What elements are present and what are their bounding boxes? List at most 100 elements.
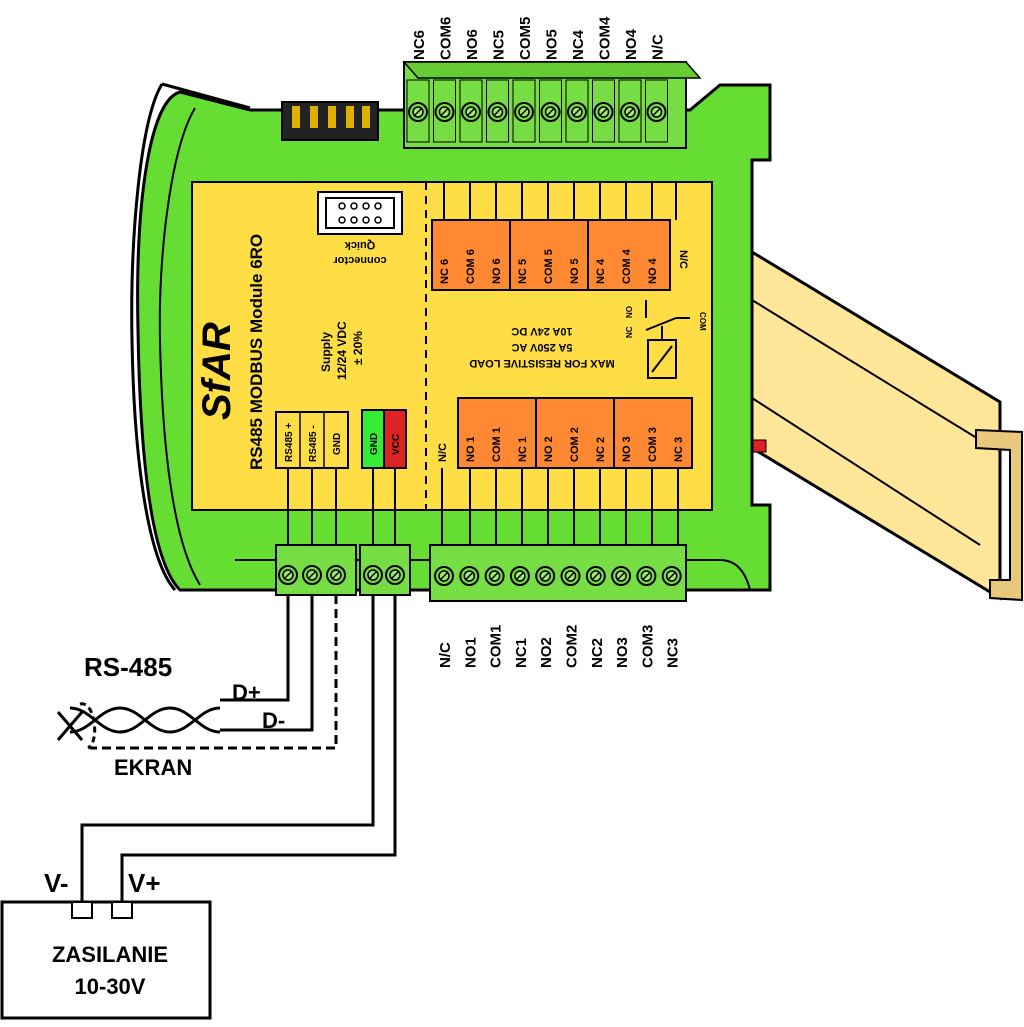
bottom-relay-label: NO 1 (465, 436, 477, 462)
bottom-terminal-screw (484, 566, 505, 586)
bottom-terminal-label: NC2 (589, 638, 606, 668)
power-supply-line1: ZASILANIE (52, 942, 168, 967)
supply-line-1: 12/24 VDC (335, 321, 349, 380)
bottom-terminal-label: COM3 (639, 625, 656, 668)
load-spec-1: 5A 250V AC (511, 341, 572, 353)
shield-label: EKRAN (114, 755, 192, 780)
rs485-label-boxes (275, 411, 349, 469)
top-terminal-slot (459, 79, 483, 143)
bottom-relay-label: COM 2 (569, 427, 581, 462)
bottom-terminal-label: COM2 (564, 625, 581, 668)
rs485-terminal-screw (326, 565, 346, 585)
top-relay-label: NO 4 (647, 257, 659, 284)
bottom-relay-label: COM 1 (491, 427, 503, 462)
top-terminal-label: N/C (650, 34, 667, 60)
bottom-terminal-screw (509, 566, 530, 586)
bottom-relay-label: NO 2 (543, 436, 555, 462)
top-terminal-screw (434, 102, 455, 122)
top-relay-label: COM 5 (543, 249, 555, 284)
top-relay-label: NO 5 (569, 258, 581, 284)
top-terminal-slot (565, 79, 589, 143)
top-terminal-screw (540, 102, 561, 122)
top-terminal-label: NC4 (570, 29, 587, 60)
top-terminal-label: COM4 (597, 16, 614, 60)
bottom-terminal-screw (434, 566, 454, 586)
din-rail (750, 249, 1023, 602)
load-spec-0: MAX FOR RESISTIVE LOAD (469, 357, 615, 369)
supply-line-0: Supply (319, 332, 333, 372)
top-terminal-screw (593, 102, 614, 122)
top-relay-label: NC 6 (439, 259, 451, 284)
d-minus-label: D- (262, 708, 285, 733)
top-nc-label: N/C (677, 250, 689, 269)
pin-header (281, 101, 379, 141)
power-wiring (80, 595, 397, 902)
brand-logo: SfAR (195, 322, 239, 420)
bottom-nc-label: N/C (437, 443, 449, 462)
top-terminal-slot (512, 79, 536, 143)
quick-connector-label-0: Quick (344, 239, 375, 251)
bottom-terminal-label: NO3 (614, 637, 631, 668)
top-relay-label: NC 5 (517, 259, 529, 284)
rs485-terminal-screw (302, 565, 322, 585)
top-terminal-screw (514, 102, 534, 122)
rs485-wiring (56, 595, 338, 750)
v-minus-label: V- (44, 868, 69, 898)
top-relay-label: COM 6 (465, 249, 477, 284)
bottom-terminal-label: NO1 (462, 637, 479, 668)
top-relay-label: NO 6 (491, 258, 503, 284)
bottom-terminal-label: N/C (437, 642, 454, 668)
quick-connector-label-1: connector (333, 254, 387, 266)
top-terminal-label: NO5 (544, 29, 561, 60)
top-relay-label: COM 4 (621, 248, 633, 284)
bottom-terminal-screw (611, 566, 632, 586)
quick-connector (317, 191, 403, 235)
top-terminal-label: COM5 (517, 17, 534, 60)
power-terminal-screw (385, 565, 405, 585)
top-terminal-slot (406, 79, 430, 143)
top-terminal-slot (645, 79, 668, 143)
top-terminal-label: NO6 (464, 29, 481, 60)
top-terminal-screw (487, 102, 508, 122)
relay-nc-label: NC (625, 326, 634, 338)
v-plus-label: V+ (128, 868, 161, 898)
bottom-terminal-screw (459, 566, 480, 586)
top-terminal-screw (408, 102, 428, 122)
bottom-terminal-screw (661, 566, 682, 586)
top-terminal-slot (433, 79, 456, 143)
bottom-terminal-screw (560, 566, 581, 586)
bottom-relay-label: NC 1 (517, 437, 529, 462)
top-terminal-screw (567, 102, 587, 122)
vcc-label: VCC (391, 434, 402, 455)
top-terminal-slot (486, 79, 509, 143)
gnd-label: GND (369, 433, 380, 455)
bottom-terminal-screw (535, 566, 556, 586)
top-terminal-label: NC6 (411, 30, 428, 60)
bottom-terminal-label: COM1 (488, 625, 505, 668)
top-terminal-screw (646, 102, 667, 122)
relay-com-label: COM (698, 312, 707, 331)
rs485-plus-label: RS485 + (284, 423, 295, 462)
rs485-minus-label: RS485 - (308, 425, 319, 462)
left-leads (287, 468, 396, 545)
power-terminal-screw (363, 565, 383, 585)
relay-no-label: NO (625, 306, 634, 318)
bottom-relay-label: NC 2 (595, 437, 607, 462)
bottom-relay-label: NO 3 (621, 436, 633, 462)
module-title: RS485 MODBUS Module 6RO (247, 234, 266, 470)
relay-symbol (645, 300, 690, 379)
power-supply-line2: 10-30V (75, 974, 146, 999)
d-plus-label: D+ (232, 680, 261, 705)
top-relay-boxes (431, 219, 671, 291)
supply-line-2: ± 20% (351, 331, 365, 365)
bottom-relay-boxes (457, 397, 693, 469)
bottom-leads (441, 468, 679, 545)
top-terminal-slot (539, 79, 562, 143)
bottom-terminal-label: NC1 (513, 638, 530, 668)
top-terminal-screw (620, 102, 640, 122)
top-leads (443, 182, 677, 220)
load-spec-2: 10A 24V DC (511, 325, 572, 337)
rs485-gnd-label: GND (332, 433, 343, 455)
bottom-terminal-label: NO2 (538, 637, 555, 668)
